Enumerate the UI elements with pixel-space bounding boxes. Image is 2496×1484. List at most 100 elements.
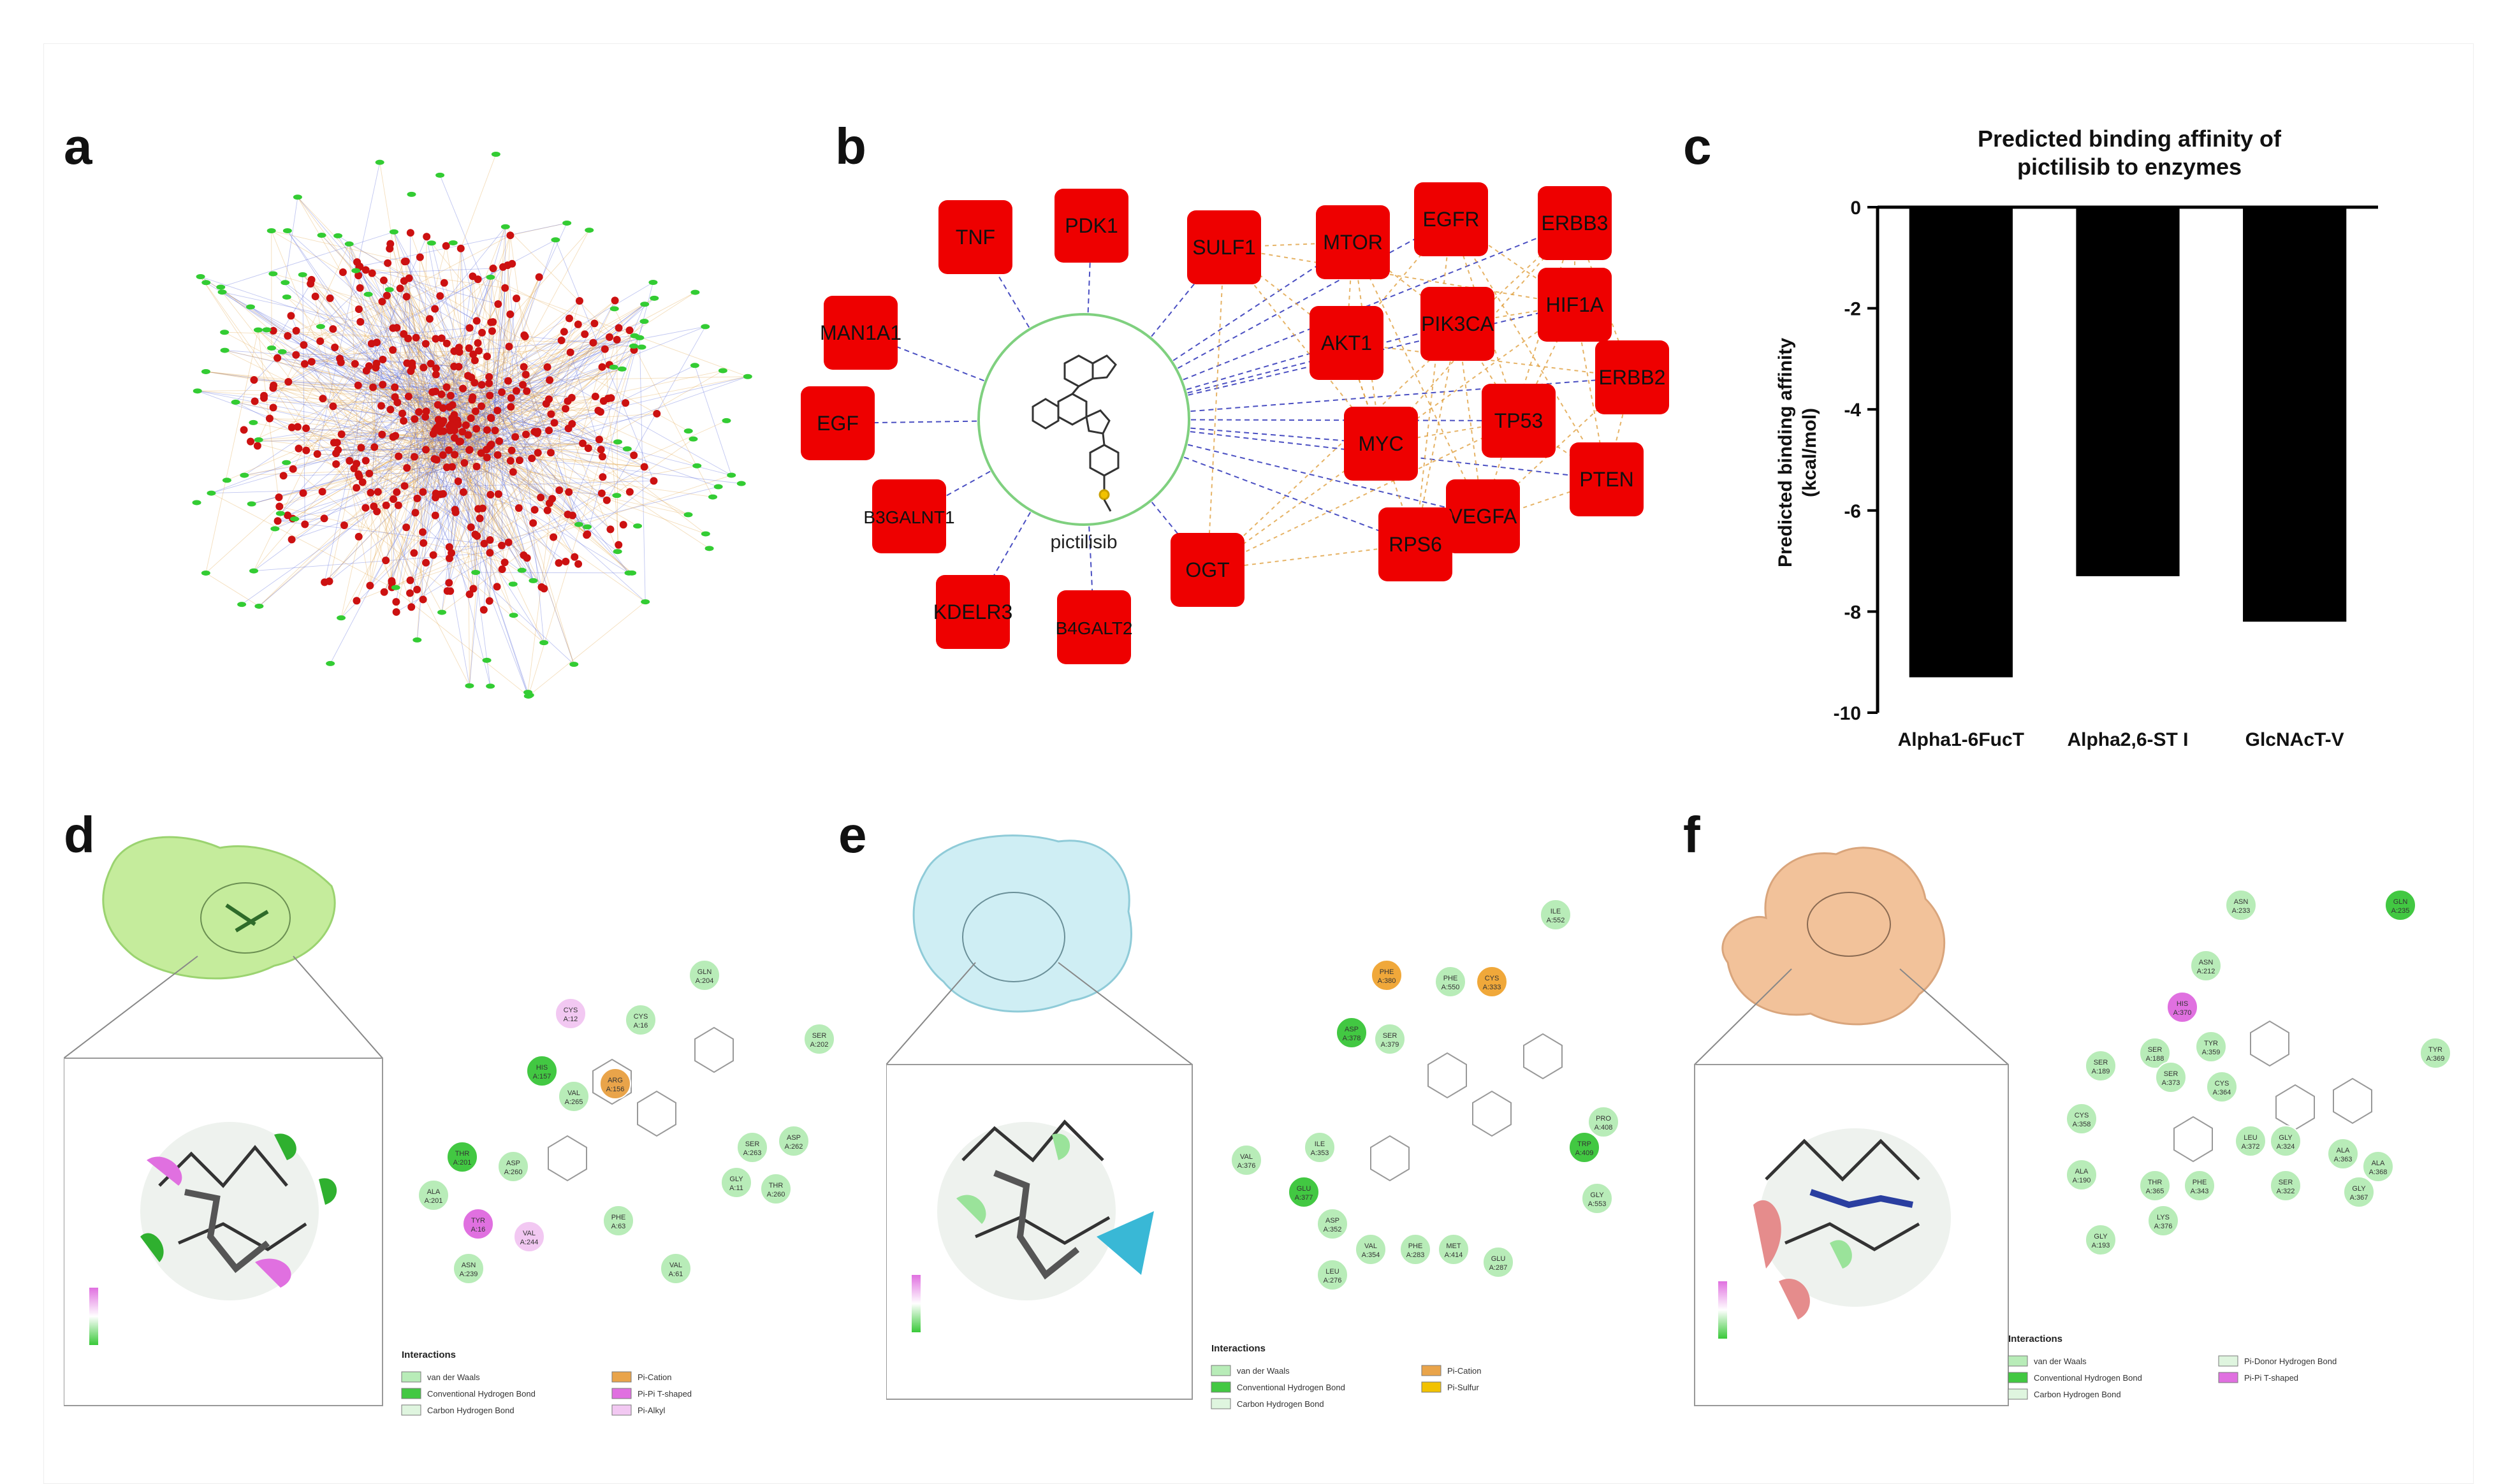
network-node bbox=[485, 379, 493, 387]
network-node bbox=[380, 277, 388, 284]
network-node bbox=[493, 583, 501, 590]
svg-text:A:260: A:260 bbox=[767, 1191, 785, 1198]
svg-text:SER: SER bbox=[745, 1140, 760, 1148]
network-node bbox=[548, 495, 556, 502]
network-node bbox=[420, 539, 427, 547]
network-node bbox=[547, 411, 555, 418]
network-node bbox=[551, 237, 560, 242]
pictilisib-label: pictilisib bbox=[1050, 532, 1117, 553]
network-node bbox=[289, 465, 297, 473]
network-node bbox=[495, 490, 502, 498]
network-node bbox=[486, 491, 494, 498]
y-tick-label: -8 bbox=[1844, 602, 1861, 623]
network-node bbox=[472, 407, 479, 415]
x-tick-label: Alpha1-6FucT bbox=[1898, 729, 2024, 750]
network-node bbox=[423, 233, 430, 240]
target-node-label: SULF1 bbox=[1192, 236, 1256, 259]
network-node bbox=[452, 509, 460, 516]
legend-title: Interactions bbox=[402, 1349, 456, 1360]
network-edge bbox=[604, 304, 645, 401]
network-node bbox=[457, 245, 465, 252]
svg-text:VAL: VAL bbox=[567, 1089, 580, 1097]
network-node bbox=[254, 437, 263, 442]
network-node bbox=[635, 335, 644, 340]
network-graph-a bbox=[147, 127, 759, 727]
network-node bbox=[338, 430, 346, 438]
legend-item: Carbon Hydrogen Bond bbox=[427, 1406, 515, 1415]
network-node bbox=[520, 331, 528, 339]
network-node bbox=[317, 233, 326, 238]
target-node-pdk1: PDK1 bbox=[1055, 189, 1128, 263]
network-node bbox=[276, 511, 285, 516]
network-node bbox=[420, 595, 427, 603]
svg-text:A:263: A:263 bbox=[743, 1149, 762, 1157]
network-node bbox=[218, 289, 227, 295]
svg-text:SER: SER bbox=[2164, 1070, 2179, 1078]
network-node bbox=[583, 525, 592, 530]
network-node bbox=[316, 337, 324, 345]
network-node bbox=[295, 445, 302, 453]
network-node bbox=[684, 428, 693, 433]
network-node bbox=[585, 444, 592, 452]
network-node bbox=[367, 489, 374, 497]
network-node bbox=[201, 571, 210, 576]
svg-text:ILE: ILE bbox=[1551, 908, 1561, 915]
svg-text:TYR: TYR bbox=[2204, 1040, 2218, 1047]
svg-text:LYS: LYS bbox=[2157, 1214, 2170, 1221]
network-node bbox=[539, 640, 548, 645]
network-node bbox=[401, 482, 409, 490]
target-node-tp53: TP53 bbox=[1482, 384, 1556, 458]
network-node bbox=[365, 362, 373, 370]
svg-text:A:287: A:287 bbox=[1489, 1264, 1508, 1272]
network-node bbox=[505, 539, 513, 546]
network-node bbox=[540, 585, 548, 592]
network-node bbox=[615, 324, 623, 331]
network-node bbox=[569, 662, 578, 667]
network-node bbox=[282, 295, 291, 300]
svg-text:A:373: A:373 bbox=[2162, 1079, 2180, 1087]
svg-text:A:376: A:376 bbox=[1237, 1162, 1256, 1170]
network-node bbox=[474, 505, 482, 513]
network-node bbox=[708, 495, 717, 500]
network-node bbox=[620, 521, 627, 528]
x-tick-label: GlcNAcT-V bbox=[2245, 729, 2344, 750]
binding-affinity-chart: Predicted binding affinity of pictilisib… bbox=[1721, 121, 2423, 778]
network-node bbox=[506, 310, 514, 318]
network-node bbox=[262, 327, 271, 332]
network-node bbox=[486, 275, 495, 280]
network-node bbox=[520, 363, 528, 370]
network-node bbox=[501, 284, 509, 292]
network-node bbox=[486, 391, 493, 399]
network-node bbox=[449, 423, 456, 430]
network-node bbox=[492, 426, 499, 434]
network-node bbox=[266, 414, 274, 422]
svg-text:TYR: TYR bbox=[2428, 1046, 2442, 1054]
network-node bbox=[564, 511, 572, 518]
network-node bbox=[594, 407, 602, 414]
svg-text:A:235: A:235 bbox=[2391, 907, 2410, 915]
target-node-label: TP53 bbox=[1494, 409, 1543, 432]
network-node bbox=[422, 446, 430, 453]
network-node bbox=[494, 300, 502, 308]
network-node bbox=[332, 460, 340, 468]
network-node bbox=[249, 569, 258, 574]
network-node bbox=[509, 468, 517, 476]
network-node bbox=[419, 488, 427, 496]
target-node-mtor: MTOR bbox=[1316, 205, 1390, 279]
network-node bbox=[431, 426, 439, 434]
svg-text:ILE: ILE bbox=[1315, 1140, 1325, 1148]
network-node bbox=[599, 363, 606, 371]
network-node bbox=[312, 293, 319, 300]
svg-text:A:63: A:63 bbox=[611, 1223, 626, 1230]
network-node bbox=[701, 531, 710, 536]
network-node bbox=[574, 321, 582, 328]
network-node bbox=[412, 334, 420, 342]
